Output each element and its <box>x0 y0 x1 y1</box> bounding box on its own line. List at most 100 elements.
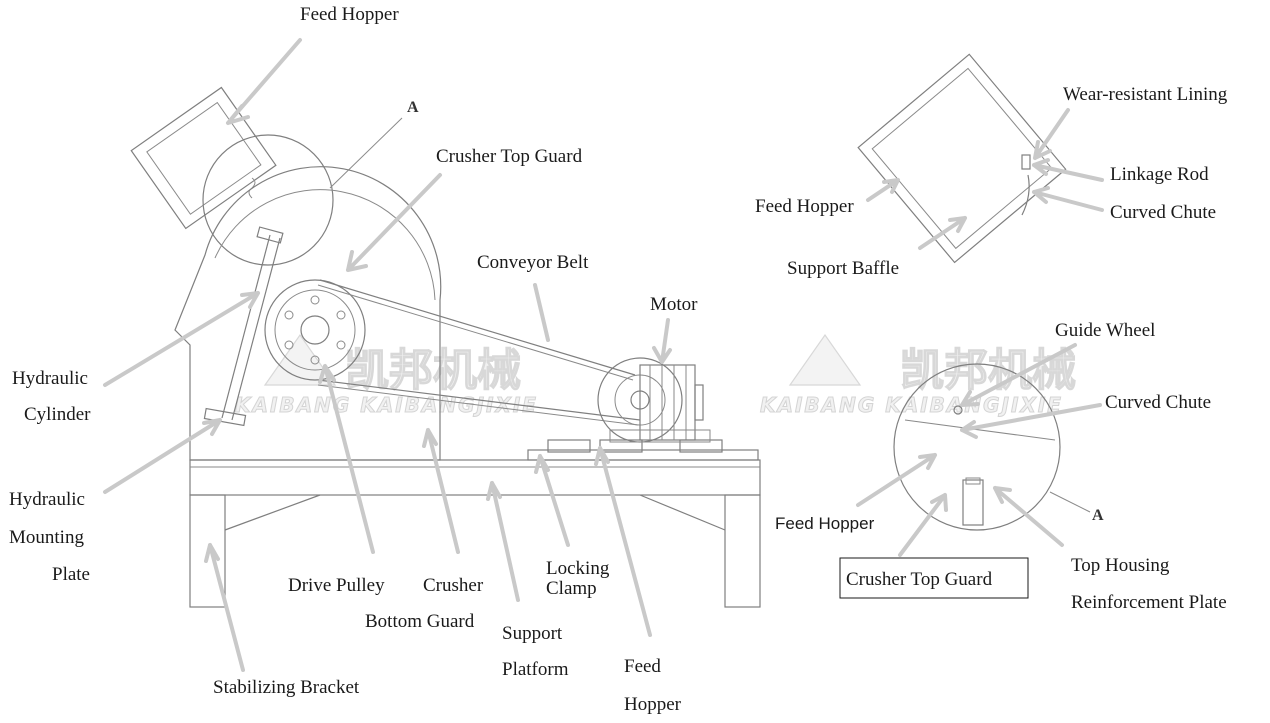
clamp-block <box>547 439 591 453</box>
motor-endcap <box>694 384 704 421</box>
drive-pulley-hub <box>300 315 330 345</box>
label-curved-chute-detail: Curved Chute <box>1105 392 1211 413</box>
arrow-hydraulic-mounting <box>103 418 222 494</box>
crusher-housing <box>174 166 442 461</box>
belt-upper <box>319 279 636 376</box>
arrow-feed-hopper-bottom <box>594 446 652 637</box>
belt-lower-2 <box>317 384 639 426</box>
arrow-top-housing-plate <box>993 486 1064 547</box>
pulley-bolt <box>310 355 320 365</box>
crusher-top-guard-box <box>839 557 1029 599</box>
label-stabilizing-bracket: Stabilizing Bracket <box>213 677 360 698</box>
label-hydraulic-mounting-line3: Plate <box>52 564 90 585</box>
arrow-feed-hopper-detail <box>866 178 900 202</box>
label-feed-hopper-top: Feed Hopper <box>300 4 399 25</box>
circle-detail: A <box>893 363 1104 531</box>
arrow-wear-lining <box>1033 108 1070 160</box>
bracket-right <box>639 494 726 531</box>
label-feed-hopper-circle: Feed Hopper <box>775 514 875 533</box>
label-crusher-bottom-guard-line2: Bottom Guard <box>365 611 475 632</box>
arrows <box>103 38 1104 672</box>
hopper-detail-box <box>857 53 1067 264</box>
arrow-support-platform <box>486 481 520 602</box>
hydraulic-cylinder-shape <box>203 226 284 427</box>
section-leader-detail <box>1049 491 1091 513</box>
arrow-guide-wheel <box>960 343 1077 407</box>
section-mark-detail: A <box>1092 507 1104 524</box>
watermark-logo-right <box>788 333 862 386</box>
belt-upper-2 <box>317 284 634 381</box>
watermark: 凯邦机械 KAIBANG KAIBANGJIXIE 凯邦机械 KAIBANG K… <box>235 333 1077 418</box>
arrow-curved-chute-top <box>1032 186 1104 212</box>
pulley-bolt <box>336 340 346 350</box>
label-wear-resistant-lining: Wear-resistant Lining <box>1063 84 1228 105</box>
label-feed-hopper-detail: Feed Hopper <box>755 196 854 217</box>
feed-hopper-shape <box>130 86 277 230</box>
main-machine: A <box>130 86 761 608</box>
arrow-support-baffle <box>918 216 967 250</box>
arrow-hydraulic-cylinder <box>103 291 260 387</box>
belt-lower <box>317 379 641 421</box>
arrow-feed-hopper-top <box>226 38 302 125</box>
arrow-drive-pulley <box>318 364 375 554</box>
drive-pulley-mid <box>274 289 356 371</box>
detail-inner-line <box>904 419 1056 441</box>
label-hydraulic-cylinder-line2: Cylinder <box>24 404 91 425</box>
label-conveyor-belt: Conveyor Belt <box>477 252 589 273</box>
label-crusher-top-guard-detail: Crusher Top Guard <box>846 569 993 590</box>
label-top-housing-line2: Reinforcement Plate <box>1071 592 1227 613</box>
arrow-conveyor-belt <box>533 283 550 342</box>
label-crusher-top-guard: Crusher Top Guard <box>436 146 583 167</box>
label-support-baffle: Support Baffle <box>787 258 899 279</box>
pulley-bolt <box>336 310 346 320</box>
pulley-bolt <box>310 295 320 305</box>
linkage-rod-detail <box>1021 154 1031 170</box>
arrow-stabilizing-bracket <box>204 543 245 672</box>
watermark-cn-right: 凯邦机械 <box>900 345 1076 396</box>
label-linkage-rod: Linkage Rod <box>1110 164 1209 185</box>
label-locking-clamp-line2: Clamp <box>546 578 597 599</box>
arrow-locking-clamp <box>534 454 570 547</box>
support-platform <box>189 459 761 496</box>
detail-circle <box>893 363 1061 531</box>
arrow-linkage-rod <box>1032 158 1104 182</box>
arrow-feed-hopper-circle <box>856 453 937 507</box>
pulley-bolt <box>284 340 294 350</box>
label-top-housing-line1: Top Housing <box>1071 555 1170 576</box>
arrow-crusher-top-guard <box>346 173 442 272</box>
arrow-motor <box>652 318 672 364</box>
reinforcement-plate-detail <box>962 479 984 526</box>
label-locking-clamp-line1: Locking <box>546 558 610 579</box>
label-guide-wheel: Guide Wheel <box>1055 320 1155 341</box>
section-leader-main <box>329 117 403 189</box>
leg-right <box>724 494 761 608</box>
watermark-right: 凯邦机械 KAIBANG KAIBANGJIXIE <box>760 333 1077 418</box>
label-hydraulic-mounting-line1: Hydraulic <box>9 489 85 510</box>
top-housing-circle <box>202 134 334 266</box>
arrow-curved-chute-detail <box>960 403 1102 439</box>
label-support-platform-line1: Support <box>502 623 563 644</box>
watermark-left: 凯邦机械 KAIBANG KAIBANGJIXIE <box>235 333 536 418</box>
bracket-left <box>224 494 321 531</box>
watermark-logo-left <box>263 333 337 386</box>
label-support-platform-line2: Platform <box>502 659 569 680</box>
label-hydraulic-mounting-line2: Mounting <box>9 527 84 548</box>
label-feed-hopper-bottom-line1: Feed <box>624 656 661 677</box>
leg-left <box>189 494 226 608</box>
arrow-crusher-bottom-guard <box>422 428 460 554</box>
housing-inner <box>214 189 436 301</box>
labels: Feed Hopper Crusher Top Guard Conveyor B… <box>9 4 1228 715</box>
pulley-bolt <box>284 310 294 320</box>
label-motor: Motor <box>650 294 698 315</box>
watermark-cn-left: 凯邦机械 <box>345 345 521 396</box>
clamp-block <box>679 439 723 453</box>
guide-wheel-detail <box>953 405 963 415</box>
arrow-crusher-top-guard-detail <box>898 493 948 557</box>
section-mark-main: A <box>407 99 419 116</box>
plate-cap <box>965 477 981 485</box>
clamp-block <box>599 439 643 453</box>
drive-pulley-outer <box>264 279 366 381</box>
hopper-detail <box>857 53 1067 264</box>
